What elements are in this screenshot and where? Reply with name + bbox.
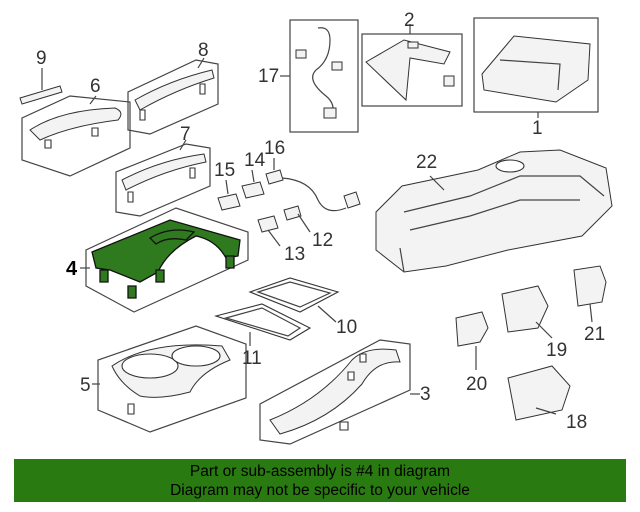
part-22[interactable]	[375, 149, 613, 273]
callout-11: 11	[242, 348, 262, 369]
part-19[interactable]	[501, 285, 553, 339]
part-17[interactable]	[280, 19, 359, 133]
part-2[interactable]	[361, 24, 463, 107]
part-1[interactable]	[473, 17, 599, 118]
callout-3: 3	[420, 384, 431, 405]
part-6[interactable]	[21, 95, 131, 177]
part-13[interactable]	[257, 215, 281, 247]
callout-7: 7	[180, 124, 191, 145]
part-20[interactable]	[455, 311, 489, 370]
part-18[interactable]	[507, 365, 571, 421]
callout-6: 6	[90, 76, 101, 97]
callout-5: 5	[80, 375, 91, 396]
callout-19: 19	[546, 340, 567, 361]
callout-21: 21	[584, 324, 605, 345]
part-7[interactable]	[115, 139, 211, 217]
part-16[interactable]	[265, 158, 361, 212]
info-banner: Part or sub-assembly is #4 in diagram Di…	[14, 459, 626, 502]
part-5[interactable]	[92, 325, 247, 433]
callout-22: 22	[416, 152, 437, 173]
callout-8: 8	[198, 40, 209, 61]
callout-4: 4	[66, 258, 78, 280]
part-14[interactable]	[241, 169, 265, 199]
part-15[interactable]	[217, 179, 241, 211]
banner-line-disclaimer: Diagram may not be specific to your vehi…	[170, 482, 470, 499]
part-9[interactable]	[19, 68, 63, 105]
callout-2: 2	[404, 10, 415, 31]
callout-1: 1	[532, 118, 543, 139]
callout-14: 14	[244, 150, 266, 171]
callout-15: 15	[214, 160, 235, 181]
part-21[interactable]	[573, 265, 607, 323]
part-4[interactable]	[80, 207, 249, 313]
part-11[interactable]	[214, 303, 312, 346]
parts-diagram: 1 2 3 4 5 6 7 8 9 10 11 12 13 14 15 16 1…	[19, 10, 613, 445]
callout-9: 9	[36, 48, 47, 69]
callout-18: 18	[566, 412, 587, 433]
callout-13: 13	[284, 244, 305, 265]
part-3[interactable]	[259, 339, 420, 445]
callout-17: 17	[258, 66, 279, 87]
part-10[interactable]	[248, 277, 340, 323]
callout-10: 10	[336, 317, 357, 338]
callout-12: 12	[312, 230, 333, 251]
part-8[interactable]	[127, 57, 219, 135]
callout-16: 16	[264, 138, 285, 159]
callout-20: 20	[466, 374, 487, 395]
banner-line-part: Part or sub-assembly is #4 in diagram	[189, 463, 451, 480]
part-12[interactable]	[283, 205, 311, 233]
